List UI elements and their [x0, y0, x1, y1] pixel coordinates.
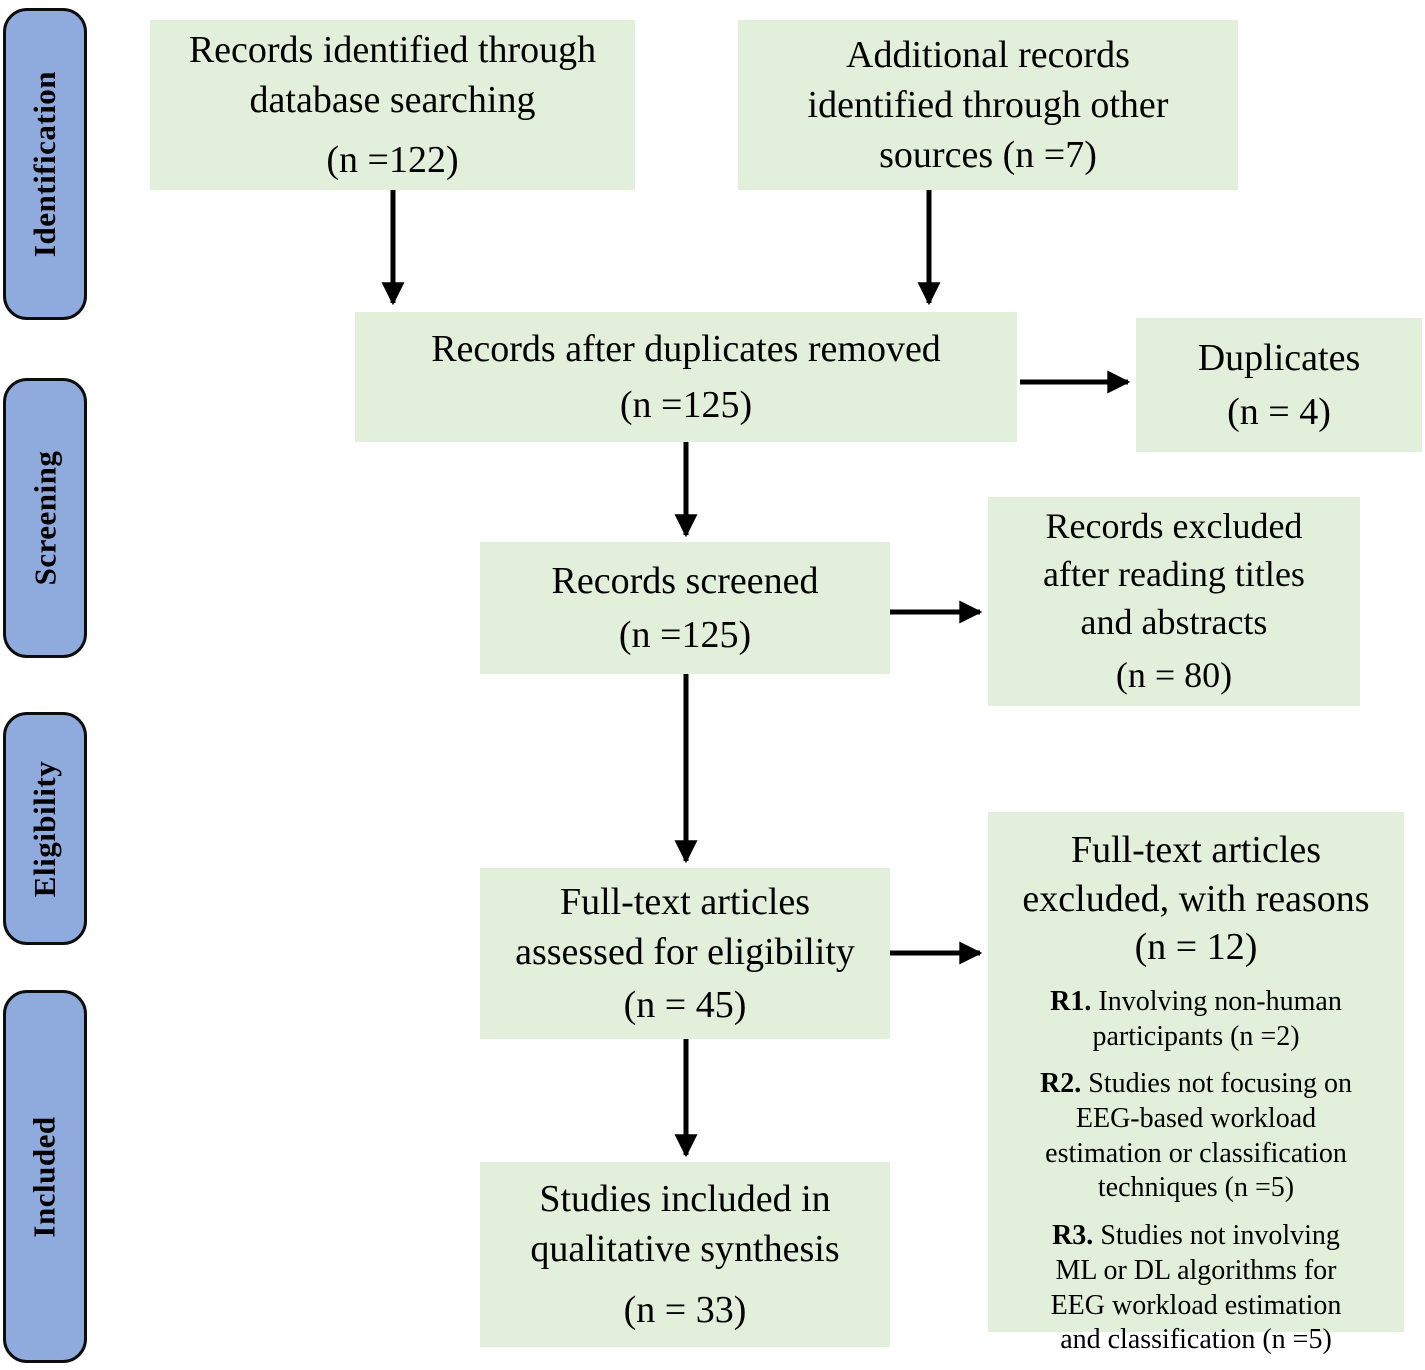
box-after-duplicates-count: (n =125): [619, 384, 753, 426]
reason-r1-text: Involving non-human participants (n =2): [1092, 985, 1342, 1052]
stage-included: Included: [3, 990, 87, 1363]
stage-eligibility: Eligibility: [3, 712, 87, 945]
stage-screening-label: Screening: [27, 450, 62, 586]
box-studies-included: Studies included in qualitative synthesi…: [480, 1162, 890, 1347]
stage-eligibility-label: Eligibility: [27, 760, 63, 897]
box-additional-records-text: Additional records identified through ot…: [807, 33, 1169, 177]
box-duplicates: Duplicates (n = 4): [1136, 318, 1422, 452]
stage-screening: Screening: [3, 378, 87, 658]
box-records-excluded-text: Records excluded after reading titles an…: [1043, 506, 1305, 642]
box-records-excluded: Records excluded after reading titles an…: [988, 497, 1360, 706]
reason-r3: R3. Studies not involving ML or DL algor…: [1025, 1219, 1368, 1358]
box-records-identified-text: Records identified through database sear…: [188, 28, 597, 121]
box-duplicates-count: (n = 4): [1227, 391, 1331, 433]
reason-r1-tag: R1.: [1050, 985, 1092, 1017]
stage-included-label: Included: [27, 1115, 63, 1238]
box-duplicates-text: Duplicates: [1197, 336, 1361, 379]
box-records-screened-count: (n =125): [618, 614, 752, 656]
box-fulltext-assessed-text: Full-text articles assessed for eligibil…: [515, 881, 855, 974]
box-after-duplicates-text: Records after duplicates removed: [431, 327, 941, 370]
box-additional-records: Additional records identified through ot…: [738, 20, 1238, 190]
reason-r2: R2. Studies not focusing on EEG-based wo…: [1014, 1067, 1378, 1206]
box-studies-included-count: (n = 33): [623, 1288, 747, 1331]
stage-identification: Identification: [3, 8, 87, 320]
reason-r2-tag: R2.: [1040, 1068, 1082, 1100]
box-fulltext-excluded-title: Full-text articles excluded, with reason…: [1022, 829, 1370, 969]
box-records-screened-text: Records screened: [551, 559, 819, 602]
reason-r3-tag: R3.: [1052, 1220, 1094, 1252]
stage-identification-label: Identification: [27, 70, 62, 258]
box-studies-included-text: Studies included in qualitative synthesi…: [530, 1178, 840, 1271]
box-fulltext-excluded: Full-text articles excluded, with reason…: [988, 812, 1404, 1355]
box-records-excluded-count: (n = 80): [1115, 655, 1233, 696]
box-records-identified-count: (n =122): [326, 139, 459, 182]
box-fulltext-assessed-count: (n = 45): [623, 983, 747, 1026]
box-records-screened: Records screened (n =125): [480, 542, 890, 674]
box-records-identified: Records identified through database sear…: [150, 20, 635, 190]
reason-r1: R1. Involving non-human participants (n …: [1024, 985, 1368, 1054]
reason-r2-text: Studies not focusing on EEG-based worklo…: [1045, 1068, 1352, 1204]
box-after-duplicates: Records after duplicates removed (n =125…: [355, 312, 1017, 442]
reason-r3-text: Studies not involving ML or DL algorithm…: [1050, 1220, 1342, 1356]
box-fulltext-assessed: Full-text articles assessed for eligibil…: [480, 868, 890, 1039]
